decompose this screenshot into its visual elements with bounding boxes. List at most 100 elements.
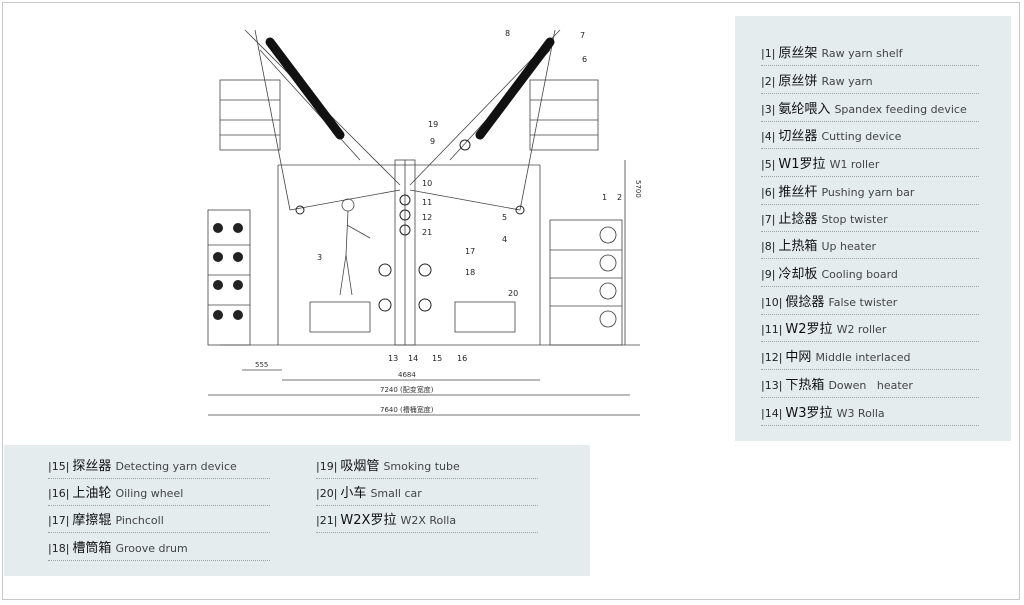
label-9: 9 [430, 137, 435, 146]
legend-english: Oiling wheel [115, 487, 184, 500]
legend-number: |1| [761, 47, 776, 60]
legend-chinese: 假捻器 [785, 295, 825, 310]
legend-number: |3| [761, 103, 776, 116]
legend-chinese: 上油轮 [72, 486, 112, 501]
label-7: 7 [580, 31, 585, 40]
legend-number: |9| [761, 268, 776, 281]
legend-english: Raw yarn shelf [821, 47, 903, 60]
legend-number: |8| [761, 240, 776, 253]
label-15: 15 [432, 354, 442, 363]
legend-english: Spandex feeding device [834, 103, 967, 116]
label-16: 16 [457, 354, 467, 363]
legend-chinese: 上热箱 [778, 239, 818, 254]
legend-number: |2| [761, 75, 776, 88]
label-6: 6 [582, 55, 587, 64]
dim-7240: 7240 (配变宽度) [380, 385, 434, 394]
legend-number: |11| [761, 323, 783, 336]
legend-english: Up heater [821, 240, 877, 253]
label-1: 1 [602, 193, 607, 202]
legend-number: |16| [48, 487, 70, 500]
legend-number: |20| [316, 487, 338, 500]
legend-chinese: 吸烟管 [340, 459, 380, 474]
legend-chinese: W1罗拉 [778, 157, 826, 172]
label-11: 11 [422, 198, 432, 207]
label-5: 5 [502, 213, 507, 222]
label-13: 13 [388, 354, 398, 363]
legend-chinese: 氨纶喂入 [778, 102, 831, 117]
legend-chinese: 槽筒箱 [72, 541, 112, 556]
label-12: 12 [422, 213, 432, 222]
dim-7640: 7640 (槽桶宽度) [380, 405, 434, 414]
legend-number: |17| [48, 514, 70, 527]
legend-chinese: 止捻器 [778, 212, 818, 227]
legend-number: |7| [761, 213, 776, 226]
legend-english: Detecting yarn device [115, 460, 237, 473]
legend-number: |21| [316, 514, 338, 527]
legend-english: Pinchcoll [115, 514, 164, 527]
legend-number: |4| [761, 130, 776, 143]
machine-diagram: 1 2 3 4 5 6 7 8 9 10 11 12 13 14 15 16 1… [207, 29, 642, 416]
label-20: 20 [508, 289, 518, 298]
label-14: 14 [408, 354, 418, 363]
legend-chinese: 原丝架 [778, 46, 818, 61]
label-19: 19 [428, 120, 438, 129]
legend-english: Middle interlaced [815, 351, 911, 364]
legend-chinese: 摩擦辊 [72, 513, 112, 528]
label-18: 18 [465, 268, 475, 277]
legend-english: Dowen heater [828, 379, 913, 392]
legend-english: Smoking tube [383, 460, 460, 473]
label-21: 21 [422, 228, 432, 237]
label-17: 17 [465, 247, 475, 256]
legend-chinese: 切丝器 [778, 129, 818, 144]
legend-number: |15| [48, 460, 70, 473]
dim-555: 555 [255, 361, 268, 369]
label-3: 3 [317, 253, 322, 262]
legend-english: Raw yarn [821, 75, 873, 88]
legend-number: |14| [761, 407, 783, 420]
legend-english: Stop twister [821, 213, 888, 226]
dim-5700: 5700 [634, 180, 642, 198]
legend-number: |13| [761, 379, 783, 392]
dim-4684: 4684 [398, 371, 416, 379]
legend-english: W1 roller [829, 158, 880, 171]
legend-chinese: 原丝饼 [778, 74, 818, 89]
legend-number: |18| [48, 542, 70, 555]
label-4: 4 [502, 235, 507, 244]
legend-number: |12| [761, 351, 783, 364]
legend-chinese: 下热箱 [785, 378, 825, 393]
legend-chinese: 探丝器 [72, 459, 112, 474]
legend-chinese: 小车 [340, 486, 367, 501]
legend-english: W2 roller [836, 323, 887, 336]
legend-chinese: W2罗拉 [785, 322, 833, 337]
legend-number: |19| [316, 460, 338, 473]
legend-chinese: 推丝杆 [778, 185, 818, 200]
legend-chinese: 冷却板 [778, 267, 818, 282]
legend-number: |6| [761, 186, 776, 199]
legend-english: Small car [370, 487, 422, 500]
legend-number: |5| [761, 158, 776, 171]
legend-english: False twister [828, 296, 898, 309]
legend-english: W3 Rolla [836, 407, 885, 420]
